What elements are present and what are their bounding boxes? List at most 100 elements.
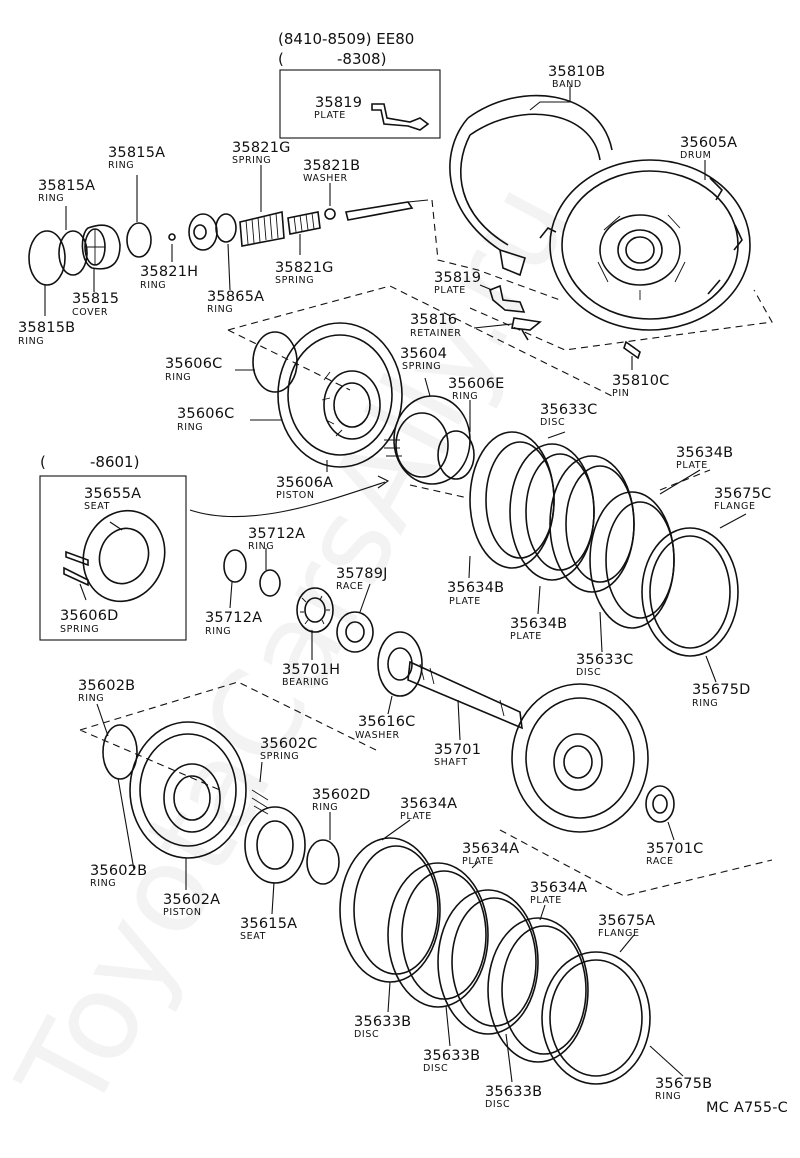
- part-number: 35810C: [612, 373, 669, 389]
- part-number: 35602B: [78, 678, 135, 694]
- label-35606e: 35606E RING: [448, 376, 505, 402]
- label-35634a-2: 35634A PLATE: [462, 841, 519, 867]
- range-3-open: (: [40, 453, 46, 471]
- part-name: SEAT: [84, 501, 110, 512]
- clutch-pack-ab-group: [339, 837, 651, 1085]
- part-number: 35821G: [275, 260, 334, 276]
- header-range-2-open: (: [278, 50, 284, 68]
- label-35810c: 35810C PIN: [612, 373, 669, 399]
- part-number: 35634B: [447, 580, 504, 596]
- label-35675a: 35675A FLANGE: [598, 913, 655, 939]
- rings-bearing-group: [223, 549, 374, 653]
- label-35602b-1: 35602B RING: [78, 678, 135, 704]
- label-35821g-2: 35821G SPRING: [275, 260, 334, 286]
- lower-piston-group: [102, 721, 340, 885]
- part-number: 35815A: [38, 178, 95, 194]
- part-name: PLATE: [449, 596, 481, 607]
- part-number: 35655A: [84, 486, 141, 502]
- label-35821b: 35821B WASHER: [303, 158, 360, 184]
- part-name: RING: [312, 802, 338, 813]
- part-name: PLATE: [462, 856, 494, 867]
- label-35633c-2: 35633C DISC: [576, 652, 633, 678]
- part-name: SPRING: [402, 361, 441, 372]
- part-number: 35634A: [462, 841, 519, 857]
- label-35810b: 35810B BAND: [548, 64, 605, 90]
- part-number: 35633C: [576, 652, 633, 668]
- part-name: PIN: [612, 388, 629, 399]
- header-range-2: -8308): [337, 50, 386, 68]
- label-35865a: 35865A RING: [207, 289, 264, 315]
- part-name: WASHER: [303, 173, 348, 184]
- part-number: 35816: [410, 312, 457, 328]
- part-number: 35634B: [510, 616, 567, 632]
- part-name: WASHER: [355, 730, 400, 741]
- header-range-1: (8410-8509) EE80: [278, 30, 414, 48]
- part-name: FLANGE: [714, 501, 756, 512]
- part-name: PISTON: [163, 907, 202, 918]
- part-number: 35606E: [448, 376, 505, 392]
- part-name: RING: [207, 304, 233, 315]
- part-number: 35602D: [312, 787, 371, 803]
- part-number: 35606C: [177, 406, 234, 422]
- part-number: 35606C: [165, 356, 222, 372]
- variant-box-8601: [39, 475, 187, 641]
- part-name: COVER: [72, 307, 108, 318]
- part-name: RING: [165, 372, 191, 383]
- part-name: SHAFT: [434, 757, 468, 768]
- part-number: 35633C: [540, 402, 597, 418]
- label-35616c: 35616C WASHER: [355, 714, 415, 741]
- label-35675c: 35675C FLANGE: [714, 486, 771, 512]
- label-35604: 35604 SPRING: [400, 346, 447, 372]
- pin-35810c-shape: [623, 340, 641, 360]
- part-number: 35789J: [336, 566, 388, 582]
- label-35605a: 35605A DRUM: [680, 135, 737, 161]
- label-35606d: 35606D SPRING: [60, 608, 118, 635]
- leader-lines: [44, 86, 747, 1083]
- part-name: PLATE: [400, 811, 432, 822]
- part-name: DISC: [576, 667, 601, 678]
- label-35675d: 35675D RING: [692, 682, 750, 709]
- part-number: 35819: [315, 95, 362, 111]
- part-name: DISC: [485, 1099, 510, 1110]
- part-number: 35701: [434, 742, 481, 758]
- part-name: RING: [140, 280, 166, 291]
- part-name: PLATE: [530, 895, 562, 906]
- part-number: 35821G: [232, 140, 291, 156]
- label-35615a: 35615A SEAT: [240, 916, 297, 942]
- label-35789j: 35789J RACE: [336, 566, 388, 592]
- part-name: RING: [90, 878, 116, 889]
- label-35602b-2: 35602B RING: [90, 863, 147, 889]
- part-name: SPRING: [275, 275, 314, 286]
- label-35701: 35701 SHAFT: [434, 742, 481, 768]
- label-35633c-1: 35633C DISC: [540, 402, 597, 428]
- part-name: RING: [692, 698, 718, 709]
- part-name: RING: [177, 422, 203, 433]
- part-name: DISC: [354, 1029, 379, 1040]
- part-name: FLANGE: [598, 928, 640, 939]
- label-35815b: 35815B RING: [18, 320, 75, 347]
- label-35633b-2: 35633B DISC: [423, 1048, 480, 1074]
- part-name: PLATE: [510, 631, 542, 642]
- part-name: PLATE: [314, 110, 346, 121]
- part-number: 35865A: [207, 289, 264, 305]
- part-name: RACE: [646, 856, 674, 867]
- label-35606a: 35606A PISTON: [276, 475, 333, 501]
- part-name: SPRING: [232, 155, 271, 166]
- part-number: 35602B: [90, 863, 147, 879]
- part-name: SPRING: [260, 751, 299, 762]
- label-35819-top: 35819 PLATE: [314, 95, 362, 121]
- part-number: 35634A: [400, 796, 457, 812]
- part-number: 35815B: [18, 320, 75, 336]
- part-name: RACE: [336, 581, 364, 592]
- label-35712a-1: 35712A RING: [248, 526, 305, 552]
- label-35602c: 35602C SPRING: [260, 736, 317, 762]
- label-35712a-2: 35712A RING: [205, 610, 262, 637]
- labels-layer: 35819 PLATE 35810B BAND 35605A DRUM 3581…: [18, 64, 771, 1110]
- label-35602d: 35602D RING: [312, 787, 371, 813]
- part-number: 35821H: [140, 264, 198, 280]
- label-35634a-3: 35634A PLATE: [530, 880, 587, 906]
- part-number: 35701H: [282, 662, 340, 678]
- part-number: 35821B: [303, 158, 360, 174]
- part-number: 35604: [400, 346, 447, 362]
- label-35602a: 35602A PISTON: [163, 892, 220, 918]
